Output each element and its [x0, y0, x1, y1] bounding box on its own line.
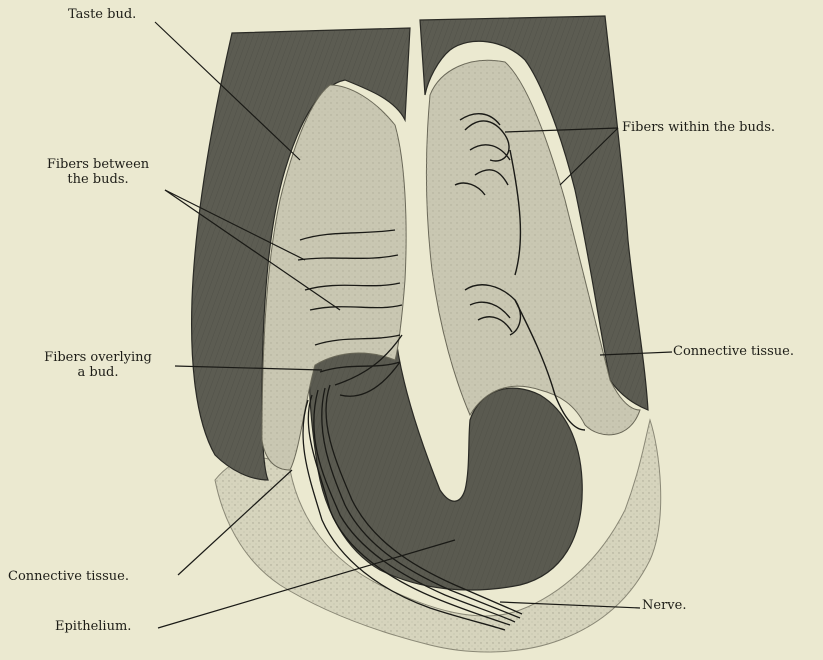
- label-connective-tissue-left: Connective tissue.: [8, 569, 129, 584]
- label-fibers-between-line1: Fibers between: [28, 157, 168, 172]
- label-fibers-overlying-line1: Fibers overlying: [18, 350, 178, 365]
- label-fibers-overlying: Fibers overlying a bud.: [18, 350, 178, 380]
- label-fibers-within: Fibers within the buds.: [622, 120, 775, 135]
- label-fibers-overlying-line2: a bud.: [18, 365, 178, 380]
- label-nerve: Nerve.: [642, 598, 686, 613]
- label-fibers-between-line2: the buds.: [28, 172, 168, 187]
- label-connective-tissue-right: Connective tissue.: [673, 344, 794, 359]
- label-epithelium: Epithelium.: [55, 619, 131, 634]
- label-taste-bud: Taste bud.: [68, 7, 136, 22]
- label-fibers-between: Fibers between the buds.: [28, 157, 168, 187]
